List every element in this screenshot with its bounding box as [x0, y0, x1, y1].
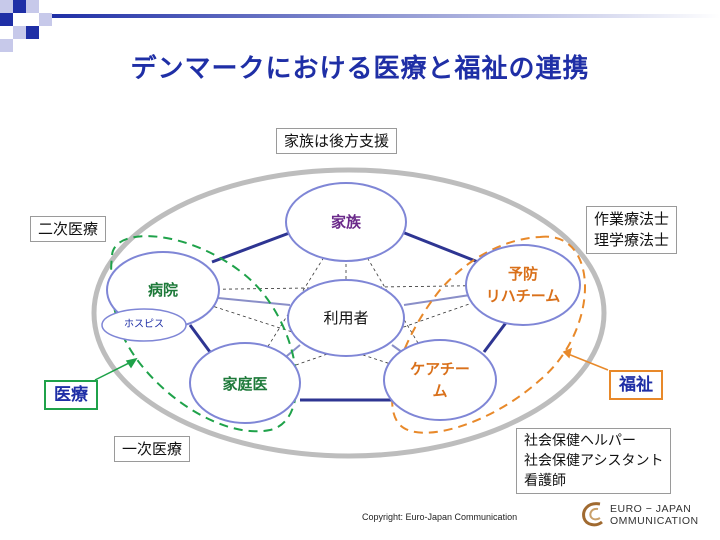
welfare-tag: 福祉 [609, 370, 663, 400]
medical-group-outline [110, 235, 298, 433]
welfare-arrow [562, 347, 609, 371]
node-prevention-line2: リハチーム [485, 287, 561, 305]
logo-line2: OMMUNICATION [610, 515, 699, 527]
node-family-circle [285, 182, 407, 262]
logo-swirl-icon [582, 502, 603, 527]
outer-ellipse [91, 167, 607, 459]
node-hospital: 病院 [147, 281, 178, 299]
welfare-staff-line1: 社会保健ヘルパー [524, 433, 636, 449]
top-rule [52, 14, 720, 18]
secondary-care-box: 二次医療 [30, 216, 107, 242]
therapists-line2: 理学療法士 [594, 231, 670, 249]
welfare-staff-line2: 社会保健アシスタント [524, 453, 664, 469]
welfare-staff-line3: 看護師 [524, 473, 566, 489]
node-care-line1: ケアチー [410, 360, 470, 378]
primary-care-box: 一次医療 [114, 436, 191, 462]
medical-arrow [94, 357, 138, 381]
node-prevention-line1: 予防 [507, 265, 538, 283]
welfare-staff-box: 社会保健ヘルパー 社会保健アシスタント 看護師 [516, 428, 672, 494]
node-gp: 家庭医 [222, 375, 268, 393]
medical-tag: 医療 [44, 380, 98, 410]
node-hospice-circle [101, 308, 187, 342]
node-care-line2: ム [432, 382, 448, 400]
node-gp-circle [189, 342, 301, 424]
therapists-line1: 作業療法士 [594, 210, 670, 228]
outer-connections [188, 230, 510, 402]
node-care: ケアチー ム [390, 358, 490, 402]
node-user-circle [287, 279, 405, 357]
node-family: 家族 [330, 213, 361, 231]
logo-line1: EURO − JAPAN [610, 503, 692, 515]
node-hospice: ホスピス [124, 319, 164, 330]
therapists-box: 作業療法士 理学療法士 [586, 206, 678, 254]
node-user: 利用者 [323, 309, 369, 327]
family-support-box: 家族は後方支援 [276, 128, 398, 154]
slide-title: デンマークにおける医療と福祉の連携 [130, 54, 590, 84]
node-prevention: 予防 リハチーム [468, 263, 578, 307]
copyright-text: Copyright: Euro-Japan Communication [362, 512, 518, 522]
node-care-circle [383, 339, 497, 421]
node-prevention-circle [465, 244, 581, 326]
welfare-group-outline [391, 235, 586, 434]
